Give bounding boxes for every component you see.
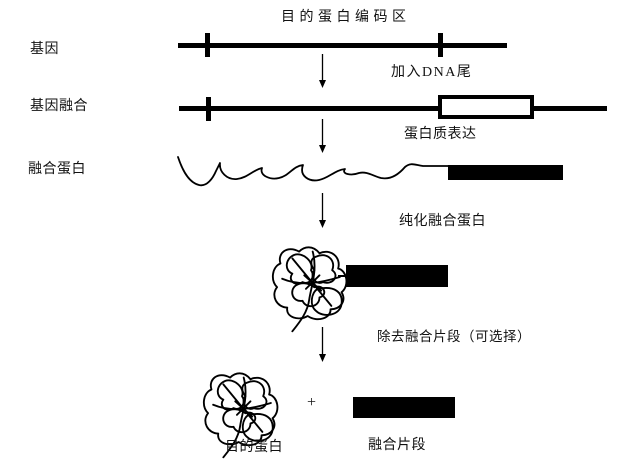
fusion-protein-row-label: 融合蛋白 (28, 162, 86, 177)
step-label-protein-expression: 蛋白质表达 (404, 127, 477, 142)
gene-fusion-restriction-tick (206, 97, 211, 121)
gene-fusion-dna-line (179, 106, 607, 111)
arrow-remove-fusion-fragment (318, 327, 327, 362)
gene-left-restriction-tick (205, 33, 210, 57)
blob-tag-connector (338, 275, 352, 277)
step-label-remove-fusion-fragment: 除去融合片段（可选择） (377, 329, 531, 344)
step-label-purify-fusion-protein: 纯化融合蛋白 (399, 214, 486, 229)
folded-fusion-protein-blob (267, 238, 355, 333)
unfolded-protein-chain (175, 152, 450, 190)
arrow-protein-expression (318, 119, 327, 153)
fusion-tag-filled-box (448, 165, 563, 180)
gene-fusion-row-label: 基因融合 (30, 99, 88, 114)
gene-row-label: 基因 (30, 42, 59, 57)
step-label-add-dna-tail: 加入DNA尾 (391, 65, 473, 80)
fusion-fragment-filled-box (353, 397, 455, 418)
arrow-add-dna-tail (318, 54, 327, 88)
fusion-fragment-label: 融合片段 (368, 438, 426, 453)
gene-right-restriction-tick (438, 33, 443, 57)
dna-tail-open-box (438, 95, 534, 119)
coding-region-title: 目的蛋白编码区 (281, 10, 411, 25)
purified-fusion-tag-box (346, 265, 448, 287)
gene-dna-line (178, 43, 507, 48)
target-protein-label: 目的蛋白 (225, 440, 283, 455)
plus-sign: + (307, 394, 317, 411)
arrow-purify-fusion-protein (318, 193, 327, 228)
